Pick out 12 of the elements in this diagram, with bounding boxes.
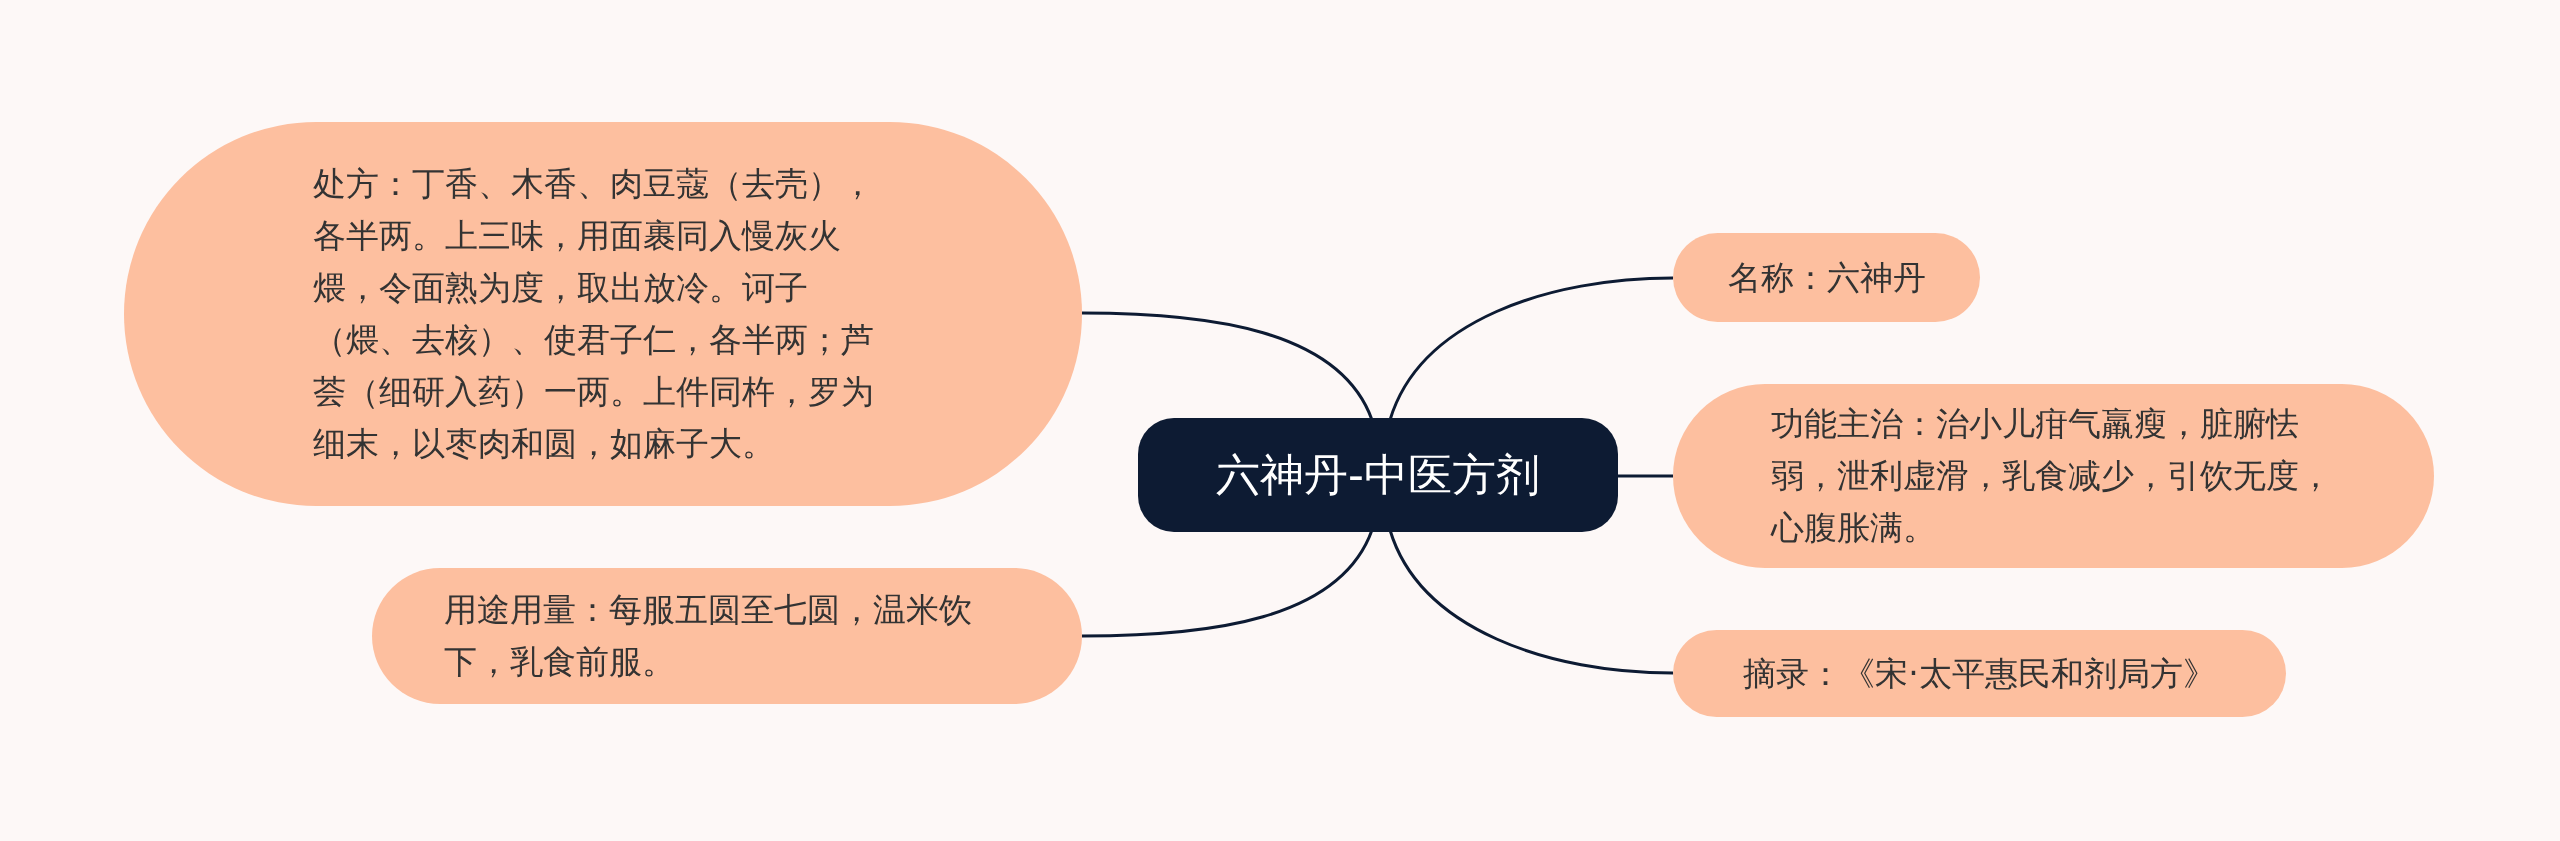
central-topic-box xyxy=(1138,418,1618,532)
topic-text: 摘录：《宋·太平惠民和剂局方》 xyxy=(1743,652,2216,695)
topic-text: 用途用量：每服五圆至七圆，温米饮下，乳食前服。 xyxy=(444,589,973,683)
connector-line xyxy=(1082,311,1374,421)
topic-text: 处方：丁香、木香、肉豆蔻（去壳），各半两。上三味，用面裹同入慢灰火煨，令面熟为度，取出放冷。诃子（煨、去核）、使君子仁，各半两；芦荟（细研入药）一两。上件同杵，罗为细末，以枣肉和圆，如麻子大。 xyxy=(313,163,875,465)
connector-line xyxy=(1618,474,1673,478)
connector-line xyxy=(1388,276,1674,421)
topic-text: 名称：六神丹 xyxy=(1727,256,1926,299)
central-topic-text: 六神丹-中医方剂 xyxy=(1216,447,1540,502)
topic-text: 功能主治：治小儿疳气羸瘦，脏腑怯弱，泄利虚滑，乳食减少，引饮无度，心腹胀满。 xyxy=(1770,403,2333,549)
connector-line xyxy=(1082,529,1374,638)
connector-line xyxy=(1388,529,1674,675)
